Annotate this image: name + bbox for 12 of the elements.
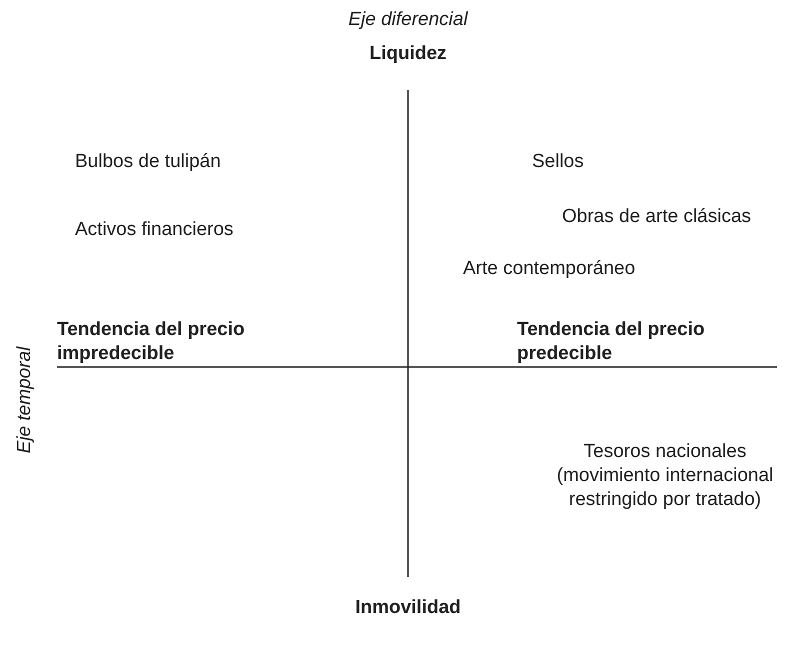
item-label: Bulbos de tulipán — [75, 150, 221, 174]
item-label: Sellos — [532, 150, 584, 174]
item-label: Activos financieros — [75, 218, 234, 242]
axis-end-label: Tendencia del precio impredecible — [57, 318, 246, 366]
axis-end-label: Liquidez — [368, 42, 448, 66]
axis-title: Eje temporal — [13, 345, 36, 456]
item-label: Tesoros nacionales (movimiento internacional restringido por tratado) — [556, 440, 774, 512]
item-label: Arte contemporáneo — [463, 257, 636, 281]
axis-end-label: Tendencia del precio predecible — [517, 318, 706, 366]
axis-title: Eje diferencial — [347, 8, 469, 32]
axis-end-label: Inmovilidad — [354, 596, 462, 620]
item-label: Obras de arte clásicas — [562, 205, 752, 229]
